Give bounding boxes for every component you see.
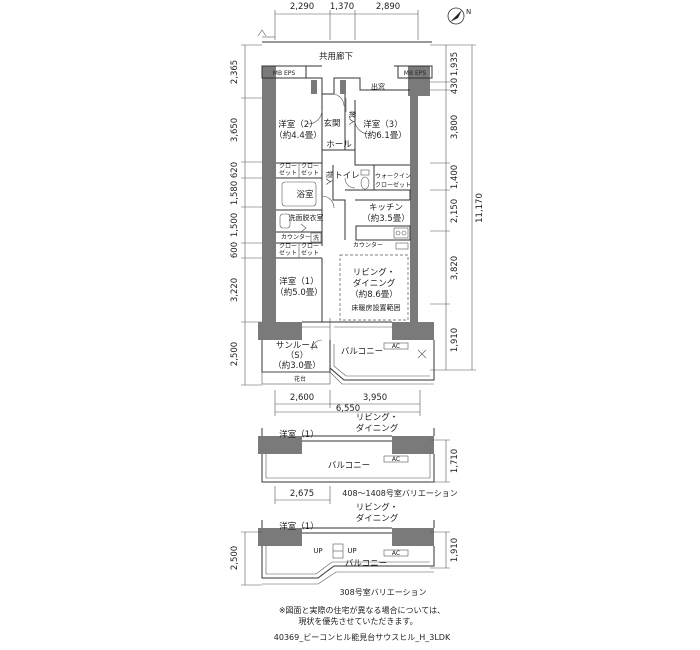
note-line2: 現状を優先させていただきます。 [298,616,417,626]
var2-ac-label: AC [392,550,400,557]
right-dim-6: 3,820 [450,256,460,280]
hall-label: ホール [326,140,352,150]
variation-308: 洋室（1） リビング・ ダイニング UP UP バルコニー AC 2,500 1… [230,502,460,597]
main-plan: 共用廊下 MB EPS MB EPS 出窓 [257,29,435,385]
left-dim-3: 620 [230,162,240,178]
right-dimensions: 1,935 430 3,800 1,400 2,150 3,820 1,910 … [430,44,485,371]
right-dim-5: 2,150 [450,199,460,223]
floor-heating-label: 床暖房設置範囲 [352,303,401,312]
var2-balcony: バルコニー [345,559,387,569]
corridor-label: 共用廊下 [319,51,354,62]
right-dim-3: 3,800 [450,115,460,139]
bottom-dimensions: 2,600 3,950 6,550 [274,390,421,416]
shoe-storage-label: 靴入 [348,111,357,125]
balcony-label: バルコニー [341,347,383,357]
north-label: N [466,8,471,16]
var2-caption: 308号室バリエーション [339,587,426,597]
walkin-line2: クローゼット [375,181,411,189]
closet-b2-bot: ゼット [301,249,319,257]
left-dim-4: 1,580 [230,181,240,205]
right-dim-2: 430 [450,78,460,94]
mbeps-left-label: MB EPS [273,70,296,77]
closet-a1-bot: ゼット [279,169,297,177]
counter1-label: カウンター [281,233,311,241]
var1-western1: 洋室（1） [279,429,318,440]
left-dim-7: 3,220 [230,278,240,302]
right-dim-7: 1,910 [450,328,460,352]
var1-caption: 408～1408号室バリエーション [342,488,457,498]
sunroom-size: （約3.0畳） [273,360,321,371]
kitchen-name: キッチン [369,203,403,213]
left-dim-8: 2,500 [230,342,240,366]
western2-size: （約4.4畳） [274,130,322,141]
bottom-dim-2: 3,950 [363,393,387,403]
counter2-label: カウンター [353,241,383,249]
north-arrow-icon: N [447,7,471,25]
flowerbed-label: 花台 [294,375,306,383]
wash-label: 洗 [313,234,319,242]
var2-dining: ダイニング [356,513,399,524]
right-dim-1: 1,935 [450,52,460,76]
mbeps-right-label: MB EPS [404,70,427,77]
top-dim-2: 1,370 [330,2,354,12]
western1-name: 洋室（1） [279,276,318,287]
var1-balcony: バルコニー [328,461,370,471]
var2-up2: UP [347,547,356,555]
var1-right-dim: 1,710 [450,449,460,473]
file-id: 40369_ビーコンヒル能見台サウスヒル_H_3LDK [274,632,451,642]
left-dim-1: 2,365 [230,60,240,84]
left-dim-6: 600 [230,242,240,258]
sunroom-name: サンルーム [276,341,318,351]
entry-window-label: 出窓 [371,82,385,91]
sunroom-s: （S） [286,350,308,361]
walkin-line1: ウォークイン [375,172,411,180]
bath-label: 浴室 [296,189,314,200]
var2-living: リビング・ [356,502,399,513]
top-dim-1: 2,290 [290,2,314,12]
western3-name: 洋室（3） [363,119,402,130]
ac-unit-label: AC [392,343,400,350]
genkan-label: 玄関 [323,118,340,129]
bottom-dim-1: 2,600 [290,393,314,403]
var2-western1: 洋室（1） [279,521,318,532]
var2-right-dim: 1,910 [450,538,460,562]
living-name: リビング・ [353,267,396,278]
dining-name: ダイニング [353,278,396,289]
living-size: （約8.6畳） [350,289,398,300]
right-dim-total: 11,170 [475,193,485,223]
left-dimensions: 2,365 3,650 620 1,580 1,500 600 3,220 2,… [230,44,262,386]
closet-b1-top: クロー [279,243,297,250]
kitchen-size: （約3.5畳） [362,213,410,224]
var1-ac-label: AC [392,456,400,463]
bottom-dim-total: 6,550 [336,404,360,414]
left-dim-2: 3,650 [230,118,240,142]
washroom-label: 洗面脱衣室 [289,213,324,222]
var2-up1: UP [313,547,322,555]
top-dim-3: 2,890 [376,2,400,12]
toilet-label: トイレ [334,171,360,181]
left-dim-5: 1,500 [230,213,240,237]
closet-a2-top: クロー [301,163,319,170]
closet-a2-bot: ゼット [301,169,319,177]
variation-408-1408: 洋室（1） リビング・ ダイニング バルコニー AC 1,710 2,675 4… [258,412,460,504]
var2-left-dim: 2,500 [230,546,240,570]
western1-size: （約5.0畳） [275,287,323,298]
closet-a1-top: クロー [279,163,297,170]
closet-b1-bot: ゼット [279,249,297,257]
note-line1: ※図面と実際の住宅が異なる場合については、 [279,605,445,615]
var1-width-dim: 2,675 [290,489,314,499]
western3-size: （約6.1畳） [359,130,407,141]
var1-living: リビング・ [356,412,399,423]
top-dimensions: 2,290 1,370 2,890 [274,2,419,40]
closet-b2-top: クロー [301,243,319,250]
western2-name: 洋室（2） [278,119,317,130]
right-dim-4: 1,400 [450,165,460,189]
storage-label: 物入 [325,171,334,185]
var1-dining: ダイニング [356,423,399,434]
